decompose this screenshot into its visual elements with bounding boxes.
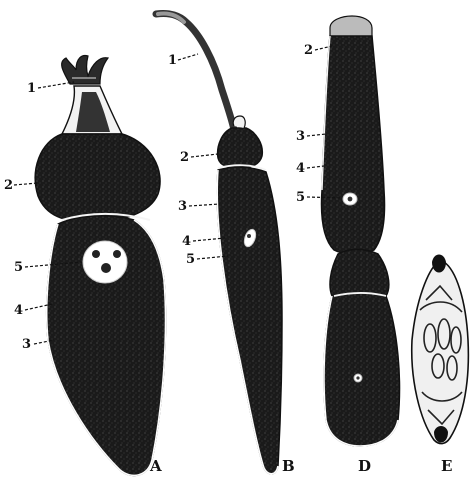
figure-a-label-3: 3 (22, 337, 31, 352)
figure-b-letter: B (282, 457, 295, 475)
figure-d-label-4: 4 (296, 161, 305, 176)
figure-b-label-1: 1 (168, 53, 177, 68)
figure-b-label-5: 5 (186, 252, 195, 267)
figure-d-upper-segment (322, 36, 385, 255)
figure-a-label-2: 2 (4, 178, 13, 193)
figure-b-filament (156, 13, 234, 130)
figure-e: E (412, 255, 469, 476)
figure-d-label-2: 2 (304, 43, 313, 58)
figure-b-label-2: 2 (180, 150, 189, 165)
figure-d-label-3: 3 (296, 129, 305, 144)
figure-d-letter: D (358, 457, 371, 475)
figure-a-label-1: 1 (27, 81, 36, 96)
figure-b: 1 2 3 4 5 B (156, 13, 295, 475)
figure-b-protomerite (218, 128, 263, 168)
figure-d: 2 3 4 5 D (296, 16, 400, 475)
figure-a-nucleus (83, 241, 127, 283)
figure-a: 1 2 5 4 3 A (4, 56, 166, 476)
figure-e-cyst (412, 262, 469, 444)
figure-a-protomerite (35, 134, 160, 222)
figure-d-lower-segment (324, 250, 400, 447)
figure-b-label-3: 3 (178, 199, 187, 214)
figure-e-letter: E (441, 457, 452, 475)
figure-a-label-4: 4 (14, 303, 23, 318)
figure-a-label-5: 5 (14, 260, 23, 275)
figure-a-epimerite (62, 56, 108, 84)
figure-d-label-5: 5 (296, 190, 305, 205)
figure-b-label-4: 4 (182, 234, 191, 249)
figure-d-cap (330, 16, 372, 38)
figure-a-letter: A (149, 457, 162, 475)
figure-b-deutomerite (217, 167, 282, 474)
